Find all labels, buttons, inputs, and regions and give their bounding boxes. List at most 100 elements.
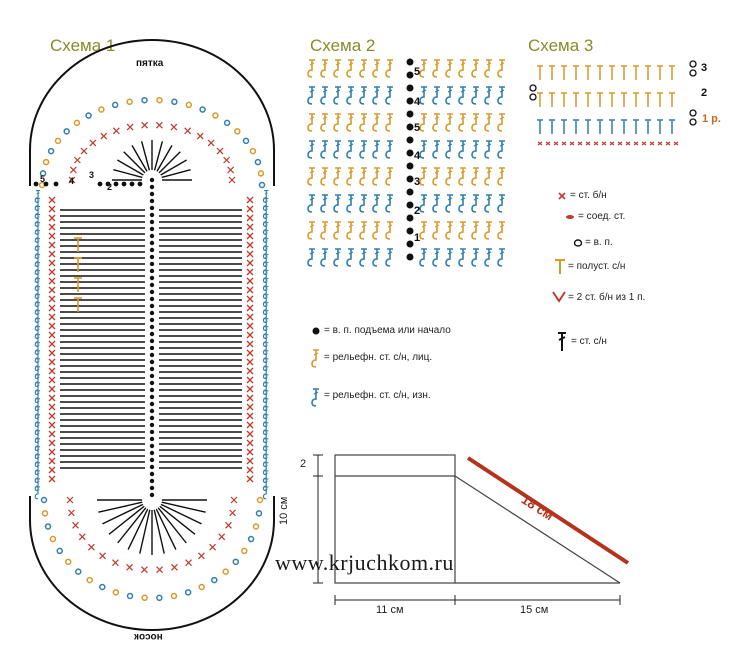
- front-post-stitch: [498, 60, 505, 77]
- chain-dot: [150, 199, 154, 203]
- scheme2-row-2: 2: [414, 205, 420, 217]
- cross-stitch: [49, 251, 55, 257]
- chain-dot: [150, 318, 154, 322]
- stitch: [549, 93, 555, 107]
- cross-stitch: [247, 269, 253, 275]
- cross-stitch: [247, 278, 253, 284]
- chain-dot: [407, 98, 414, 105]
- cross-stitch: [49, 395, 55, 401]
- stitch: [573, 93, 579, 107]
- front-post-stitch: [334, 222, 341, 239]
- chain-stitch: [690, 70, 696, 76]
- back-post-stitch: [334, 195, 341, 212]
- front-post-stitch: [360, 222, 367, 239]
- stitch: [633, 66, 639, 80]
- post-stitch: [256, 511, 261, 516]
- front-post-stitch: [321, 114, 328, 131]
- post-stitch: [86, 113, 91, 118]
- back-post-stitch: [386, 195, 393, 212]
- slip-stitch: [586, 142, 590, 145]
- chain-dot: [150, 402, 154, 406]
- chain-dot: [122, 182, 127, 187]
- front-post-stitch: [498, 114, 505, 131]
- cross-stitch: [127, 124, 133, 130]
- back-post-stitch: [321, 87, 328, 104]
- fan-stitch: [109, 506, 144, 534]
- chain-dot: [150, 227, 154, 231]
- stitch: [573, 120, 579, 134]
- chain-stitch: [690, 61, 696, 67]
- cross-stitch: [74, 157, 80, 163]
- cross-stitch: [49, 341, 55, 347]
- cross-stitch: [186, 560, 192, 566]
- chain-dot: [150, 444, 154, 448]
- cross-stitch: [247, 341, 253, 347]
- chain-dot: [407, 215, 414, 222]
- cross-stitch: [231, 497, 237, 503]
- cross-stitch: [171, 124, 177, 130]
- chain-dot: [54, 182, 59, 187]
- back-post-stitch: [308, 249, 315, 266]
- back-post-stitch: [373, 195, 380, 212]
- cross-stitch: [247, 350, 253, 356]
- front-post-icon: [312, 350, 319, 367]
- post-stitch: [186, 590, 191, 595]
- post-stitch: [64, 129, 69, 134]
- stitch: [561, 66, 567, 80]
- back-post-stitch: [472, 249, 479, 266]
- post-stitch: [49, 149, 54, 154]
- back-post-stitch: [386, 87, 393, 104]
- front-post-stitch: [433, 114, 440, 131]
- legend-dot-text: = в. п. подъема или начало: [324, 325, 451, 336]
- back-post-stitch: [472, 195, 479, 212]
- slip-stitch: [578, 142, 582, 145]
- post-stitch: [258, 498, 263, 503]
- cross-stitch: [112, 560, 118, 566]
- back-post-stitch: [485, 195, 492, 212]
- back-post-stitch: [433, 87, 440, 104]
- front-post-stitch: [334, 114, 341, 131]
- post-stitch: [66, 559, 71, 564]
- cross-stitch: [156, 122, 162, 128]
- stitch: [585, 120, 591, 134]
- back-post-stitch: [347, 195, 354, 212]
- chain-dot: [407, 241, 414, 248]
- fan-stitch: [118, 508, 146, 543]
- cross-stitch: [49, 287, 55, 293]
- back-post-stitch: [321, 195, 328, 212]
- cross-stitch: [49, 278, 55, 284]
- post-stitch: [186, 102, 191, 107]
- back-post-stitch: [334, 141, 341, 158]
- slip-stitch: [650, 142, 654, 145]
- post-stitch: [142, 595, 147, 600]
- chain-dot: [407, 150, 414, 157]
- back-post-stitch: [360, 87, 367, 104]
- chain-dot: [407, 228, 414, 235]
- cross-stitch: [81, 148, 87, 154]
- cross-stitch: [247, 449, 253, 455]
- front-post-stitch: [386, 222, 393, 239]
- cross-stitch: [49, 476, 55, 482]
- post-stitch: [128, 593, 133, 598]
- back-post-stitch: [360, 195, 367, 212]
- back-post-stitch: [321, 249, 328, 266]
- cross-stitch: [247, 368, 253, 374]
- front-post-stitch: [459, 222, 466, 239]
- post-stitch: [46, 524, 51, 529]
- cross-stitch: [247, 359, 253, 365]
- cross-stitch: [225, 522, 231, 528]
- scheme2-row-5a: 5: [414, 66, 420, 78]
- scheme3-row-3: 3: [701, 62, 707, 74]
- back-post-stitch: [485, 87, 492, 104]
- front-post-stitch: [321, 60, 328, 77]
- chain-dot: [150, 262, 154, 266]
- post-stitch: [223, 569, 228, 574]
- cross-stitch: [79, 534, 85, 540]
- fan-stitch: [160, 506, 195, 534]
- post-stitch: [157, 98, 162, 103]
- stitch: [609, 120, 615, 134]
- slip-stitch: [634, 142, 638, 145]
- post-stitch: [235, 129, 240, 134]
- chain-dot: [150, 360, 154, 364]
- chain-dot: [407, 59, 414, 66]
